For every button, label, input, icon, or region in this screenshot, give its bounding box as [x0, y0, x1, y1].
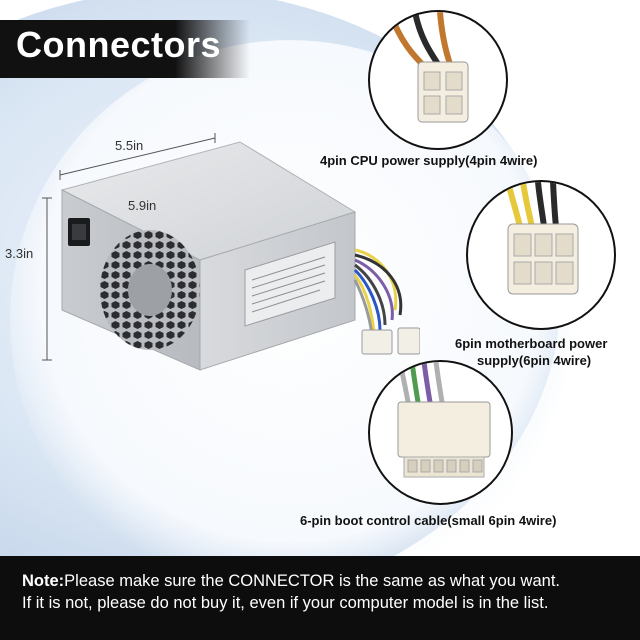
note-line-1: Note:Please make sure the CONNECTOR is t… [22, 570, 632, 592]
cpu-connector-circle [368, 10, 508, 150]
note-line-2: If it is not, please do not buy it, even… [22, 594, 549, 612]
note-bar [0, 556, 640, 640]
dimension-width: 5.5in [115, 138, 144, 153]
cpu-connector-label: 4pin CPU power supply(4pin 4wire) [320, 153, 538, 168]
page-title: Connectors [16, 24, 222, 65]
motherboard-connector-label-line2: supply(6pin 4wire) [477, 353, 592, 368]
title-banner [0, 20, 250, 78]
boot-control-connector-circle [368, 360, 513, 505]
note-text: Note:Please make sure the CONNECTOR is t… [22, 570, 632, 614]
note-line-1-text: Please make sure the CONNECTOR is the sa… [64, 572, 560, 590]
motherboard-connector-circle [466, 180, 616, 330]
boot-control-connector-label: 6-pin boot control cable(small 6pin 4wir… [300, 513, 557, 528]
motherboard-6pin-connector-icon [505, 182, 579, 295]
motherboard-connector-label-line1: 6pin motherboard power [455, 336, 608, 351]
dimension-depth: 5.9in [128, 198, 157, 213]
boot-control-6pin-connector-icon [397, 362, 491, 478]
note-prefix: Note: [22, 572, 65, 590]
dimension-height: 3.3in [5, 246, 34, 261]
cpu-4pin-connector-icon [387, 12, 469, 123]
power-supply-image [0, 120, 420, 380]
